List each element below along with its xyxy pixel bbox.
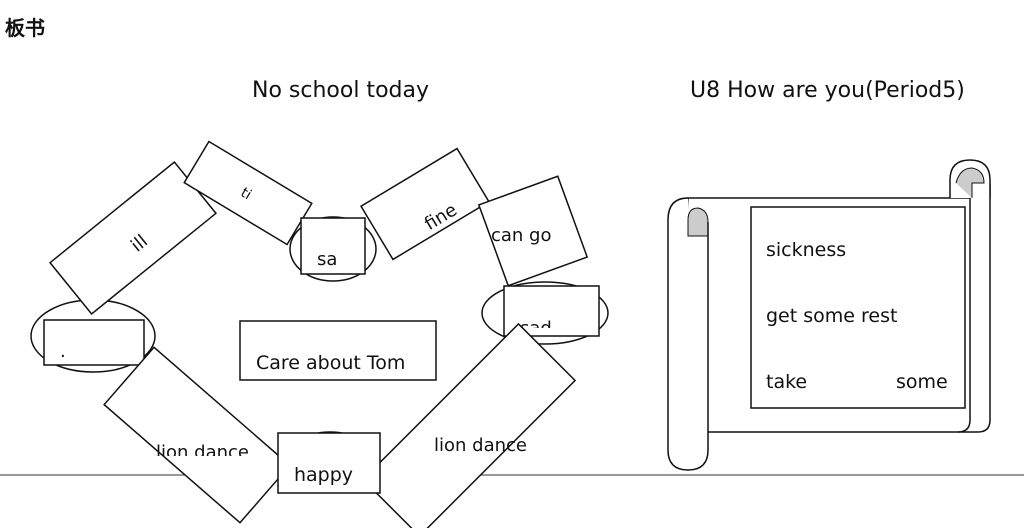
card-lion-dance-right-label: lion dance	[434, 435, 527, 456]
board-heading: 板书	[5, 16, 45, 40]
card-can-go: can go	[477, 175, 589, 287]
card-happy-label: happy	[294, 464, 353, 486]
card-ill: ill	[49, 160, 217, 316]
card-left-oval-label: .	[60, 341, 66, 362]
left-title: No school today	[252, 78, 429, 103]
card-lion-dance-left	[103, 346, 291, 524]
card-sad-top	[300, 217, 366, 275]
scroll-line-sickness: sickness	[766, 239, 846, 261]
card-fine: fine	[360, 147, 490, 261]
card-left-oval	[43, 319, 145, 366]
scroll-inner-board	[750, 206, 966, 409]
center-box-label: Care about Tom	[256, 352, 405, 374]
scroll-line-take: take	[766, 371, 807, 393]
scroll-line-some: some	[896, 371, 948, 393]
card-sad-top-label: sa	[317, 249, 337, 270]
scroll	[667, 159, 991, 471]
right-title: U8 How are you(Period5)	[690, 78, 965, 103]
scroll-line-get-rest: get some rest	[766, 305, 897, 327]
card-lion-dance-left-label: lion dance	[156, 442, 249, 463]
card-sad-right	[503, 285, 600, 337]
card-can-go-label: can go	[491, 225, 552, 246]
card-happy	[277, 432, 381, 494]
center-box	[239, 320, 437, 381]
card-lion-dance-right	[361, 322, 577, 528]
card-tired: ti	[183, 140, 313, 246]
card-sad-right-label: sad	[520, 318, 552, 339]
